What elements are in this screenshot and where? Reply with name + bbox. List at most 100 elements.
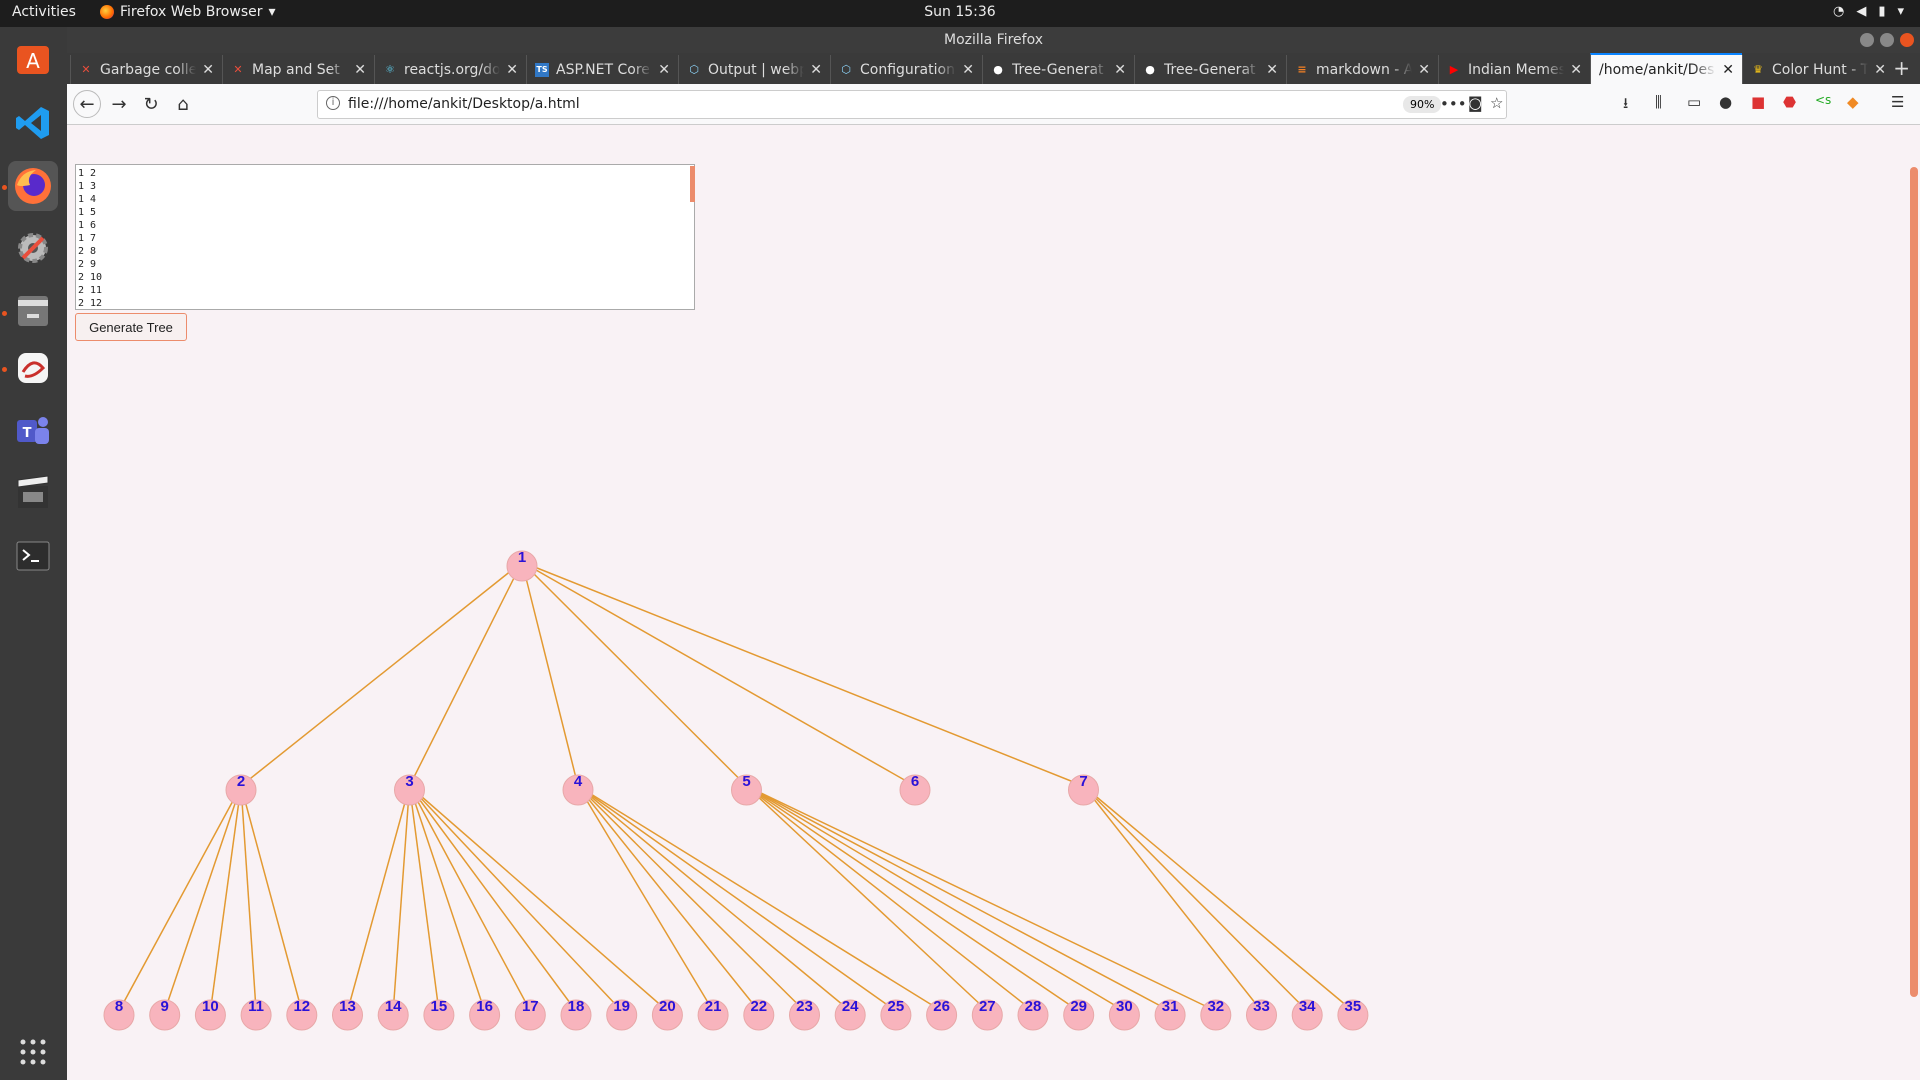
tree-node-label: 16 xyxy=(476,998,493,1015)
tab-11[interactable]: /home/ankit/Des✕ xyxy=(1590,53,1742,84)
tree-node-33 xyxy=(1246,999,1277,1031)
tree-node-label: 32 xyxy=(1207,998,1224,1015)
system-tray[interactable]: ◔ ◀ ▮ ▾ xyxy=(1833,4,1904,19)
tree-node-label: 18 xyxy=(568,998,585,1015)
tab-9[interactable]: ≡markdown - A✕ xyxy=(1286,55,1438,84)
home-button[interactable]: ⌂ xyxy=(177,93,189,115)
edge-5-28 xyxy=(746,785,1034,1012)
activities-button[interactable]: Activities xyxy=(12,4,76,20)
files-icon[interactable] xyxy=(8,285,58,335)
tree-node-label: 30 xyxy=(1116,998,1133,1015)
close-tab-icon[interactable]: ✕ xyxy=(1722,61,1734,78)
dock: A T xyxy=(0,27,67,1080)
forward-button[interactable]: → xyxy=(111,93,127,115)
new-tab-button[interactable]: + xyxy=(1893,56,1910,80)
document-viewer-icon[interactable] xyxy=(8,343,58,393)
tab-7[interactable]: ●Tree-Generat✕ xyxy=(982,55,1134,84)
tab-3[interactable]: ⚛reactjs.org/do✕ xyxy=(374,55,526,84)
tree-node-label: 26 xyxy=(933,998,950,1015)
window-titlebar[interactable]: Mozilla Firefox xyxy=(67,27,1920,53)
url-bar[interactable]: i file:///home/ankit/Desktop/a.html 90% … xyxy=(317,90,1507,119)
tree-node-label: 23 xyxy=(796,998,813,1015)
edge-1-5 xyxy=(521,561,748,787)
clock[interactable]: Sun 15:36 xyxy=(924,4,996,20)
close-tab-icon[interactable]: ✕ xyxy=(506,61,518,78)
url-text[interactable]: file:///home/ankit/Desktop/a.html xyxy=(348,96,580,112)
generate-tree-button[interactable]: Generate Tree xyxy=(75,313,187,341)
page-actions-icon[interactable]: ••• xyxy=(1440,95,1467,113)
metamask-icon[interactable]: ◆ xyxy=(1847,93,1859,111)
minimize-button[interactable] xyxy=(1860,33,1874,47)
close-tab-icon[interactable]: ✕ xyxy=(1266,61,1278,78)
tab-8[interactable]: ●Tree-Generat✕ xyxy=(1134,55,1286,84)
tab-12[interactable]: ♛Color Hunt - T✕ xyxy=(1742,55,1894,84)
maximize-button[interactable] xyxy=(1880,33,1894,47)
close-window-button[interactable] xyxy=(1900,33,1914,47)
edges-textarea[interactable] xyxy=(75,164,695,310)
tree-node-28 xyxy=(1017,999,1049,1031)
teams-icon[interactable]: T xyxy=(8,405,58,455)
tree-node-17 xyxy=(514,999,546,1031)
close-tab-icon[interactable]: ✕ xyxy=(1874,61,1886,78)
tree-node-15 xyxy=(423,999,455,1031)
close-tab-icon[interactable]: ✕ xyxy=(1570,61,1582,78)
window-title: Mozilla Firefox xyxy=(943,32,1044,48)
tab-1[interactable]: ✕Garbage colle✕ xyxy=(70,55,222,84)
library-icon[interactable]: ⫼ xyxy=(1655,93,1662,111)
video-editor-icon[interactable] xyxy=(8,467,58,517)
show-applications-icon[interactable] xyxy=(8,1027,58,1077)
tab-10[interactable]: ▶Indian Memes✕ xyxy=(1438,55,1590,84)
pocket-icon[interactable]: ◙ xyxy=(1468,94,1483,112)
tab-5[interactable]: ⬡Output | webp✕ xyxy=(678,55,830,84)
edge-2-8 xyxy=(118,785,242,1012)
tree-node-label: 28 xyxy=(1025,998,1042,1015)
adblock-icon[interactable]: ⬣ xyxy=(1783,93,1797,111)
tab-label: Tree-Generat xyxy=(1012,61,1104,78)
edge-1-6 xyxy=(521,561,916,787)
close-tab-icon[interactable]: ✕ xyxy=(1418,61,1430,78)
tree-node-label: 35 xyxy=(1345,998,1362,1015)
info-icon[interactable]: i xyxy=(326,96,340,110)
zoom-indicator[interactable]: 90% xyxy=(1403,96,1442,113)
tree-node-20 xyxy=(651,999,683,1031)
tree-node-31 xyxy=(1154,999,1186,1031)
close-tab-icon[interactable]: ✕ xyxy=(354,61,366,78)
page-scrollbar[interactable] xyxy=(1910,167,1918,997)
app-menu[interactable]: Firefox Web Browser ▾ xyxy=(100,4,276,20)
wifi-icon: ◔ xyxy=(1832,4,1845,19)
close-tab-icon[interactable]: ✕ xyxy=(202,61,214,78)
back-button[interactable]: ← xyxy=(73,90,101,118)
menu-icon[interactable]: ☰ xyxy=(1891,93,1905,111)
tab-2[interactable]: ✕Map and Set✕ xyxy=(222,55,374,84)
battery-icon: ▮ xyxy=(1878,4,1886,19)
textarea-scrollbar[interactable] xyxy=(690,166,695,202)
tree-node-7 xyxy=(1068,774,1099,806)
edge-3-20 xyxy=(409,785,668,1012)
tree-node-label: 3 xyxy=(405,773,413,790)
tree-node-label: 8 xyxy=(115,998,123,1015)
tree-node-label: 13 xyxy=(339,998,356,1015)
terminal-icon[interactable] xyxy=(8,531,58,581)
pdf-extension-icon[interactable]: ■ xyxy=(1751,93,1766,111)
software-center-icon[interactable]: A xyxy=(8,33,58,83)
tree-node-label: 31 xyxy=(1162,998,1179,1015)
close-tab-icon[interactable]: ✕ xyxy=(1114,61,1126,78)
settings-icon[interactable] xyxy=(8,223,58,273)
edge-3-19 xyxy=(408,785,623,1012)
close-tab-icon[interactable]: ✕ xyxy=(810,61,822,78)
sidebar-icon[interactable]: ▭ xyxy=(1687,93,1702,111)
tab-6[interactable]: ⬡Configuration✕ xyxy=(830,55,982,84)
close-tab-icon[interactable]: ✕ xyxy=(658,61,670,78)
tree-node-14 xyxy=(377,999,409,1031)
account-icon[interactable]: ● xyxy=(1719,93,1733,111)
firefox-dock-icon[interactable] xyxy=(8,161,58,211)
bookmark-star-icon[interactable]: ☆ xyxy=(1490,94,1504,112)
vscode-icon[interactable] xyxy=(8,98,58,148)
close-tab-icon[interactable]: ✕ xyxy=(962,61,974,78)
downloads-icon[interactable]: ⭳ xyxy=(1623,94,1629,112)
tree-node-label: 12 xyxy=(293,998,310,1015)
code-extension-icon[interactable]: <s xyxy=(1815,93,1832,107)
reload-button[interactable]: ↻ xyxy=(143,93,159,115)
svg-text:T: T xyxy=(23,426,32,441)
